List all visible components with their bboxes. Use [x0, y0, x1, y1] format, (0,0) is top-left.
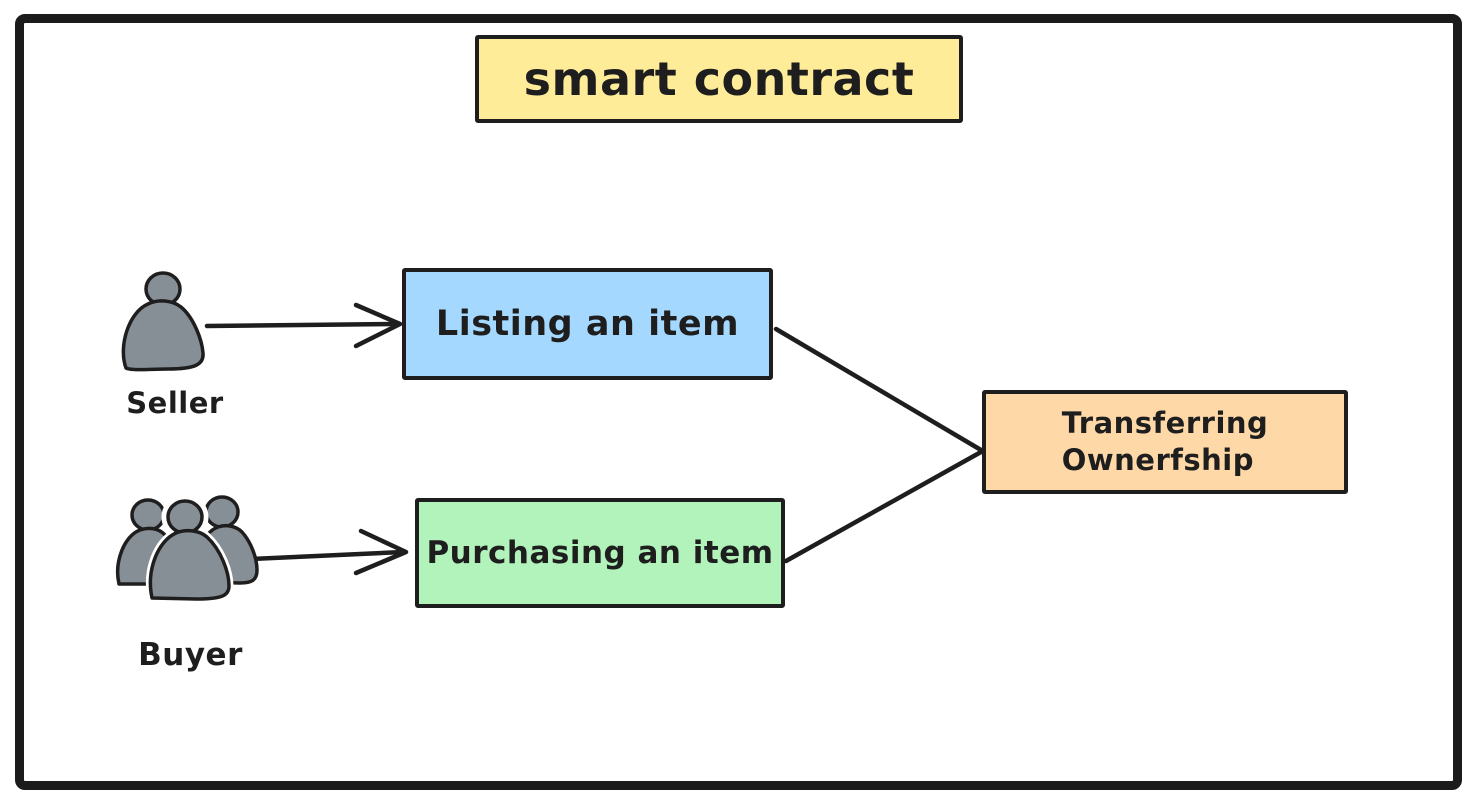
buyer-label: Buyer: [138, 637, 243, 673]
listing-node-label: Listing an item: [435, 304, 740, 344]
purchasing-node-label: Purchasing an item: [426, 535, 774, 571]
title-node: smart contract: [475, 35, 963, 123]
seller-label: Seller: [126, 386, 224, 420]
title-node-label: smart contract: [523, 52, 915, 106]
transfer-node-label: Transferring Ownerfship: [1062, 405, 1269, 479]
transfer-node-line2: Ownerfship: [1061, 443, 1254, 477]
listing-node: Listing an item: [402, 268, 773, 380]
transfer-node: Transferring Ownerfship: [982, 390, 1348, 494]
purchasing-node: Purchasing an item: [415, 498, 785, 608]
diagram-border: [15, 14, 1462, 790]
transfer-node-line1: Transferring: [1061, 406, 1269, 440]
